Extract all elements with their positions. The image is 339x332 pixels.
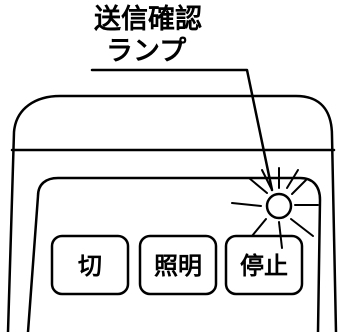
lamp-glow-rays [231, 167, 319, 249]
light-button-label: 照明 [154, 252, 202, 280]
send-confirm-lamp [265, 192, 293, 220]
light-button[interactable] [138, 234, 218, 296]
off-button-label: 切 [78, 252, 102, 280]
callout-label-line2: ランプ [106, 36, 187, 67]
callout-label-line1: 送信確認 [94, 3, 202, 35]
button-panel [26, 176, 322, 332]
stop-button[interactable] [224, 234, 304, 296]
stop-button-label: 停止 [240, 252, 288, 280]
callout-leader-line [90, 68, 274, 192]
off-button[interactable] [50, 234, 130, 296]
remote-body-outline [6, 94, 338, 332]
